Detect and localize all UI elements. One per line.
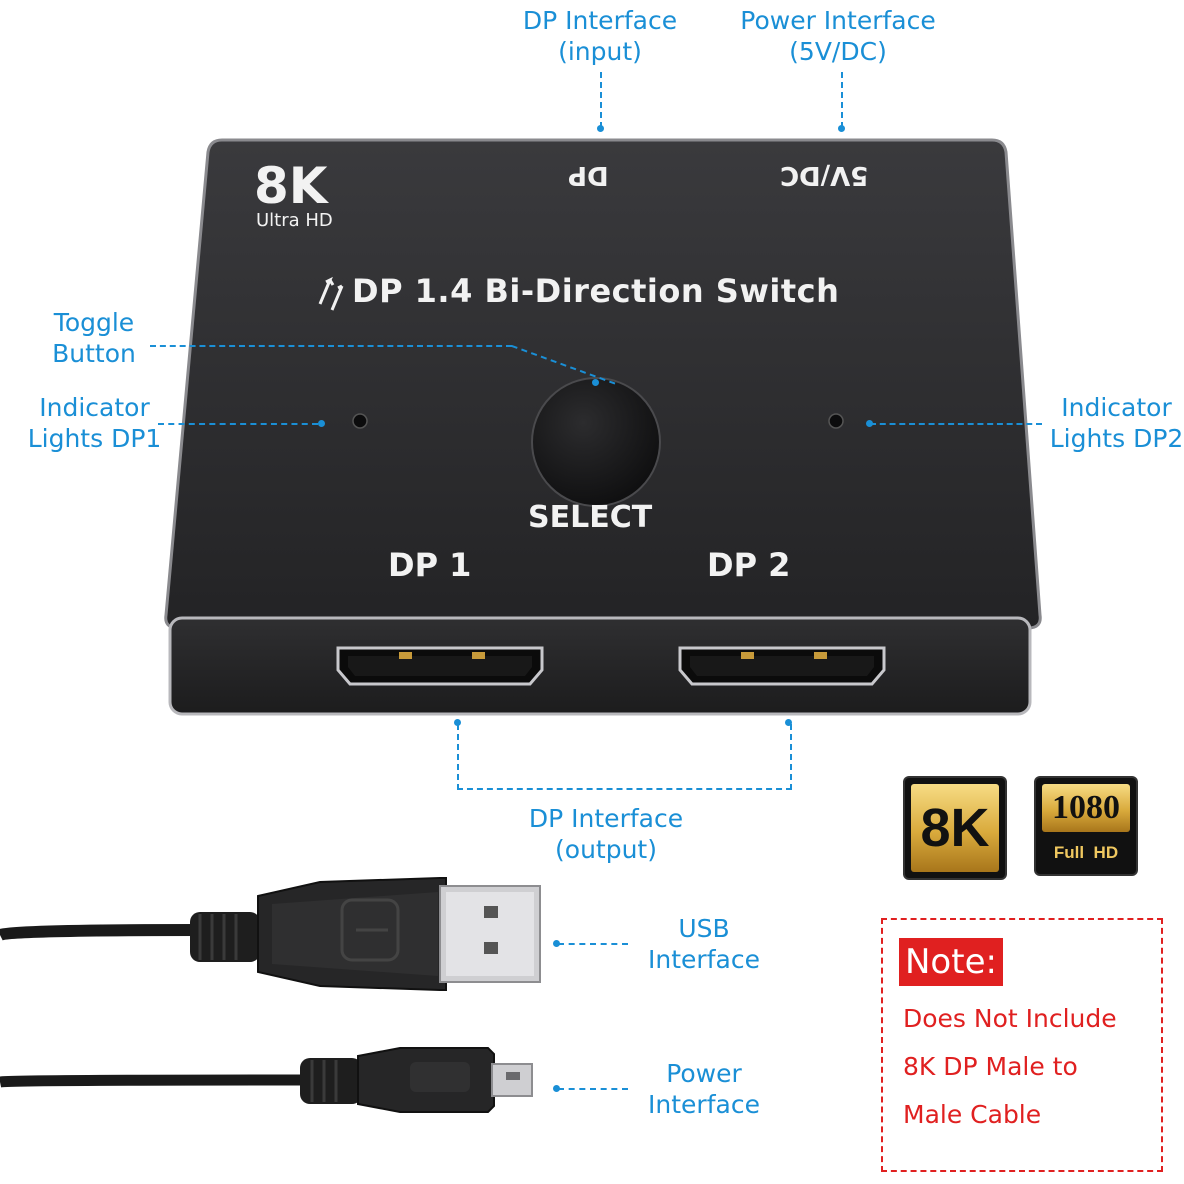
- bi-direction-arrows-icon: [318, 276, 344, 311]
- indicator-light-dp2: [828, 413, 844, 429]
- usb-cable: [0, 877, 541, 991]
- badge-1080-text: 1080: [1052, 789, 1120, 826]
- badge-full-hd-text: Full HD: [1053, 843, 1119, 862]
- dp-port-1: [336, 646, 544, 686]
- device-logo-ultra-hd: Ultra HD: [256, 210, 333, 231]
- callout-usb-interface: USB Interface: [648, 914, 760, 974]
- callout-line-toggle-h: [150, 345, 512, 347]
- note-line-1: Does Not Include: [903, 1004, 1117, 1033]
- port-1-label: DP 1: [388, 546, 472, 584]
- note-line-3: Male Cable: [903, 1100, 1042, 1129]
- callout-indicator-dp1: Indicator Lights DP1: [27, 393, 162, 453]
- callout-indicator-dp2: Indicator Lights DP2: [1049, 393, 1184, 453]
- callout-line-dp-input: [600, 72, 602, 128]
- micro-usb-cable: [0, 1047, 533, 1113]
- callout-dot-indicator-dp1: [318, 420, 325, 427]
- callout-bracket-dp-output: [457, 724, 792, 790]
- callout-toggle-button: Toggle Button: [52, 308, 136, 368]
- select-button: [531, 377, 661, 507]
- callout-power-interface: Power Interface: [648, 1059, 760, 1119]
- badge-8k-inner: [911, 784, 999, 872]
- callout-dot-toggle: [592, 379, 599, 386]
- usb-logo-icon: [340, 898, 400, 962]
- callout-line-power-input: [841, 72, 843, 128]
- callout-dot-power: [553, 1085, 560, 1092]
- callout-line-usb: [558, 943, 628, 945]
- note-line-2: 8K DP Male to: [903, 1052, 1078, 1081]
- callout-dot-dp-output-2: [785, 719, 792, 726]
- dp-port-2: [678, 646, 886, 686]
- device-title: DP 1.4 Bi-Direction Switch: [352, 272, 840, 310]
- badge-8k-text: 8K: [920, 798, 990, 858]
- badge-1080-gold: [1042, 784, 1130, 832]
- callout-power-input: Power Interface (5V/DC): [740, 6, 936, 66]
- note-box: Note: Does Not Include 8K DP Male to Mal…: [881, 918, 1163, 1172]
- select-button-label: SELECT: [528, 500, 653, 535]
- callout-line-power: [558, 1088, 628, 1090]
- callout-dot-dp-input: [597, 125, 604, 132]
- callout-dot-dp-output-1: [454, 719, 461, 726]
- callout-dp-input: DP Interface (input): [522, 6, 678, 66]
- device-front-face: [168, 616, 1032, 716]
- callout-line-indicator-dp1: [158, 423, 318, 425]
- indicator-light-dp1: [352, 413, 368, 429]
- device-top-port-power-label: 5V/DC: [780, 160, 869, 190]
- callout-dp-output: DP Interface (output): [528, 804, 684, 864]
- badge-8k: 8K: [905, 778, 1005, 878]
- callout-dot-indicator-dp2: [866, 420, 873, 427]
- port-2-label: DP 2: [707, 546, 791, 584]
- callout-dot-power-input: [838, 125, 845, 132]
- callout-dot-usb: [553, 940, 560, 947]
- callout-line-indicator-dp2: [870, 423, 1042, 425]
- note-title: Note:: [899, 938, 1003, 986]
- device-logo-8k: 8K: [254, 157, 328, 215]
- device-top-port-dp-label: DP: [568, 160, 609, 190]
- badge-1080-full-hd: 1080 Full HD: [1036, 778, 1136, 874]
